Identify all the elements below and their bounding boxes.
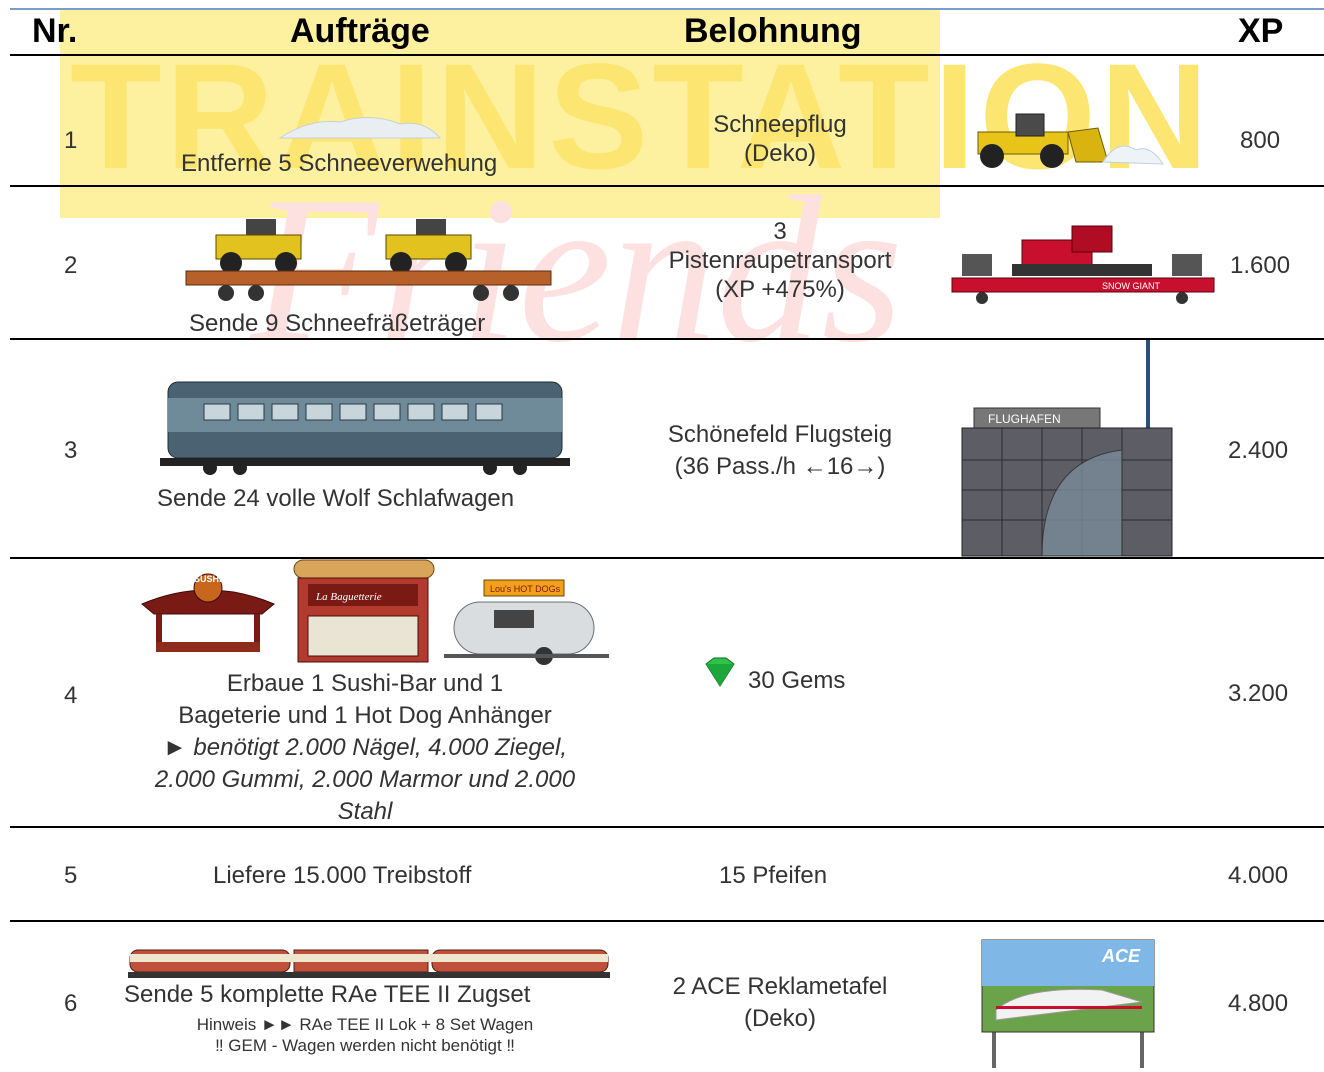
reward-text: 2 ACE Reklametafel (Deko) (620, 971, 940, 1035)
tee-train-icon (128, 949, 610, 978)
reward-line: Schneepflug (713, 111, 847, 138)
reward-line: (XP +475%) (715, 276, 845, 303)
reward-text: Schneepflug (Deko) (620, 110, 940, 168)
task-text: Liefere 15.000 Treibstoff (213, 862, 472, 889)
row-number: 1 (64, 127, 78, 154)
row-divider (10, 557, 1324, 559)
note-line: Stahl (337, 798, 393, 825)
task-line: Bageterie und 1 Hot Dog Anhänger (178, 702, 552, 729)
hint-line: ‼ GEM - Wagen werden nicht benötigt ‼ (215, 1036, 515, 1055)
row-divider (10, 920, 1324, 922)
task-text: Sende 24 volle Wolf Schlafwagen (157, 485, 515, 512)
billboard-icon: ACE (981, 939, 1155, 1068)
row-divider (10, 338, 1324, 340)
reward-line: (Deko) (743, 140, 816, 167)
reward-text: 15 Pfeifen (719, 862, 828, 889)
sleeping-car-icon (160, 381, 570, 475)
flatcar-with-loaders-icon (185, 219, 552, 301)
airport-gate-label: FLUGHAFEN (988, 412, 1061, 426)
xp-value: 1.600 (1230, 252, 1291, 279)
xp-value: 3.200 (1228, 680, 1289, 707)
task-line: Erbaue 1 Sushi-Bar und 1 (226, 670, 504, 697)
task-hint: Hinweis ►► RAe TEE II Lok + 8 Set Wagen … (120, 1014, 610, 1056)
reward-text: 3 Pistenraupetransport (XP +475%) (620, 217, 940, 304)
baguetterie-label: La Baguetterie (315, 591, 382, 603)
reward-line: (Deko) (743, 1005, 816, 1032)
reward-line: 2 ACE Reklametafel (672, 973, 888, 1000)
sushi-bar-label: SUSHI (194, 574, 222, 584)
reward-line: (36 Pass./h ←16→) (674, 453, 886, 480)
baguetterie-icon: La Baguetterie (293, 559, 435, 663)
task-text: Erbaue 1 Sushi-Bar und 1 Bageterie und 1… (140, 668, 590, 732)
header-auftraege: Aufträge (290, 12, 430, 50)
row-divider (10, 826, 1324, 828)
task-text: Entferne 5 Schneeverwehung (181, 150, 498, 177)
airport-gate-icon: FLUGHAFEN (961, 340, 1173, 557)
watermark-background (60, 8, 940, 218)
hint-line: Hinweis ►► RAe TEE II Lok + 8 Set Wagen (196, 1015, 534, 1034)
task-requirement-note: ► benötigt 2.000 Nägel, 4.000 Ziegel, 2.… (110, 732, 620, 828)
reward-line: Pistenraupetransport (668, 247, 892, 274)
sushi-bar-icon: SUSHI (141, 573, 275, 652)
gem-icon (705, 657, 735, 687)
header-nr: Nr. (32, 12, 78, 50)
snowcat-transport-icon: SNOW GIANT (951, 225, 1215, 304)
xp-value: 2.400 (1228, 437, 1289, 464)
row-divider (10, 54, 1324, 56)
xp-value: 4.800 (1228, 990, 1289, 1017)
snowdrift-icon (278, 117, 442, 139)
xp-value: 800 (1240, 127, 1281, 154)
reward-line: 3 (773, 218, 787, 245)
hot-dog-trailer-label: Lou's HOT DOGs (490, 584, 561, 594)
reward-text: Schönefeld Flugsteig (36 Pass./h ←16→) (620, 419, 940, 483)
row-divider (10, 185, 1324, 187)
billboard-label: ACE (1101, 946, 1141, 966)
top-accent-line (10, 8, 1324, 10)
row-number: 5 (64, 862, 78, 889)
note-line: ► benötigt 2.000 Nägel, 4.000 Ziegel, (162, 734, 568, 761)
task-text: Sende 9 Schneefräßeträger (189, 310, 486, 337)
note-line: 2.000 Gummi, 2.000 Marmor und 2.000 (154, 766, 576, 793)
snowcat-transport-label: SNOW GIANT (1102, 281, 1161, 291)
xp-value: 4.000 (1228, 862, 1289, 889)
task-text: Sende 5 komplette RAe TEE II Zugset (124, 981, 531, 1008)
reward-text: 30 Gems (748, 667, 846, 694)
reward-line: Schönefeld Flugsteig (667, 421, 893, 448)
row-number: 2 (64, 252, 78, 279)
row-number: 3 (64, 437, 78, 464)
row-number: 6 (64, 990, 78, 1017)
watermark-script-text: Friends (250, 154, 904, 386)
hot-dog-trailer-icon: Lou's HOT DOGs (444, 579, 609, 665)
row-number: 4 (64, 682, 78, 709)
header-xp: XP (1238, 12, 1284, 50)
header-belohnung: Belohnung (684, 12, 862, 50)
snowplow-icon (977, 113, 1164, 168)
